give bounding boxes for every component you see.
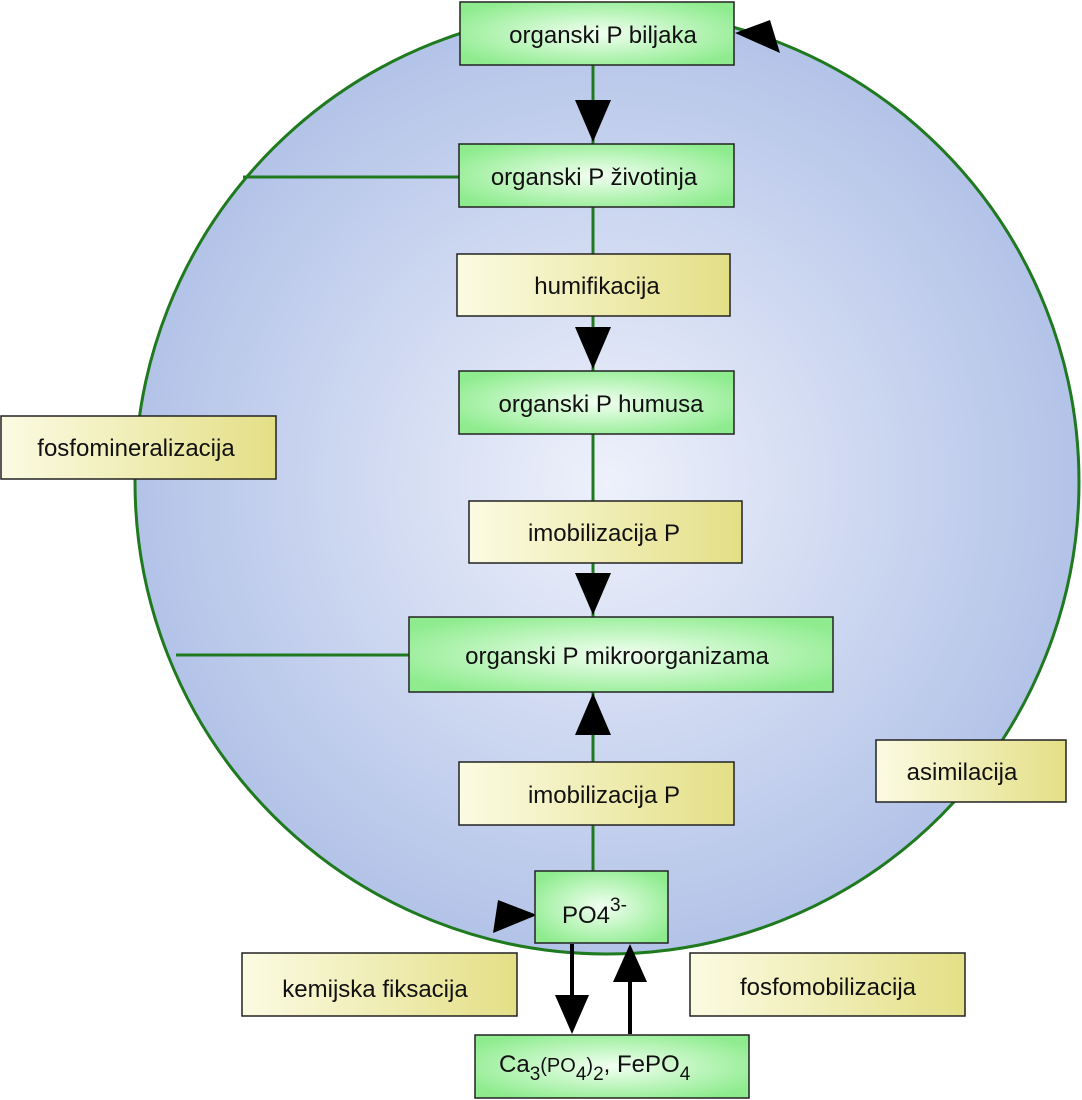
process-humification-label: humifikacija — [534, 273, 660, 300]
process-phosphomobilization-label: fosfomobilizacija — [740, 974, 917, 1001]
process-humification: humifikacija — [456, 253, 731, 317]
arrow-humification-to-humus — [575, 327, 611, 369]
mobilization-arrow-head — [613, 944, 647, 982]
arrow-immobilization-to-microorganisms — [575, 573, 611, 615]
node-plants: organski P biljaka — [459, 1, 735, 66]
process-chemical-fixation-label: kemijska fiksacija — [282, 976, 468, 1003]
arrow-phosphate-to-microorganisms — [575, 693, 611, 735]
node-animals-label: organski P životinja — [491, 164, 698, 191]
process-immobilization-lower-label: imobilizacija P — [528, 782, 680, 809]
node-precipitate-label: Ca3(PO4)2, FePO4 — [499, 1051, 691, 1085]
process-phosphomineralization-label: fosfomineralizacija — [37, 435, 235, 462]
process-phosphomobilization: fosfomobilizacija — [689, 952, 966, 1017]
process-chemical-fixation: kemijska fiksacija — [241, 952, 518, 1017]
arrow-mineralization-to-phosphate — [493, 900, 537, 933]
node-phosphate: PO43- — [534, 870, 669, 944]
node-phosphate-label: PO43- — [562, 895, 627, 929]
process-assimilation-label: asimilacija — [907, 759, 1018, 786]
node-animals: organski P životinja — [458, 143, 735, 208]
node-precipitate: Ca3(PO4)2, FePO4 — [474, 1034, 750, 1099]
node-plants-label: organski P biljaka — [509, 22, 697, 49]
arrow-plants-to-animals — [575, 100, 611, 142]
fixation-arrow-head — [555, 995, 589, 1034]
node-microorganisms-label: organski P mikroorganizama — [465, 643, 769, 670]
node-humus: organski P humusa — [458, 370, 735, 435]
node-humus-label: organski P humusa — [498, 391, 704, 418]
arrow-assimilation-to-plants — [735, 20, 780, 53]
process-immobilization-lower: imobilizacija P — [458, 761, 735, 826]
process-phosphomineralization: fosfomineralizacija — [0, 415, 277, 480]
process-immobilization-upper: imobilizacija P — [468, 500, 743, 564]
process-immobilization-upper-label: imobilizacija P — [528, 520, 680, 547]
process-assimilation: asimilacija — [875, 739, 1067, 803]
node-microorganisms: organski P mikroorganizama — [408, 616, 834, 693]
